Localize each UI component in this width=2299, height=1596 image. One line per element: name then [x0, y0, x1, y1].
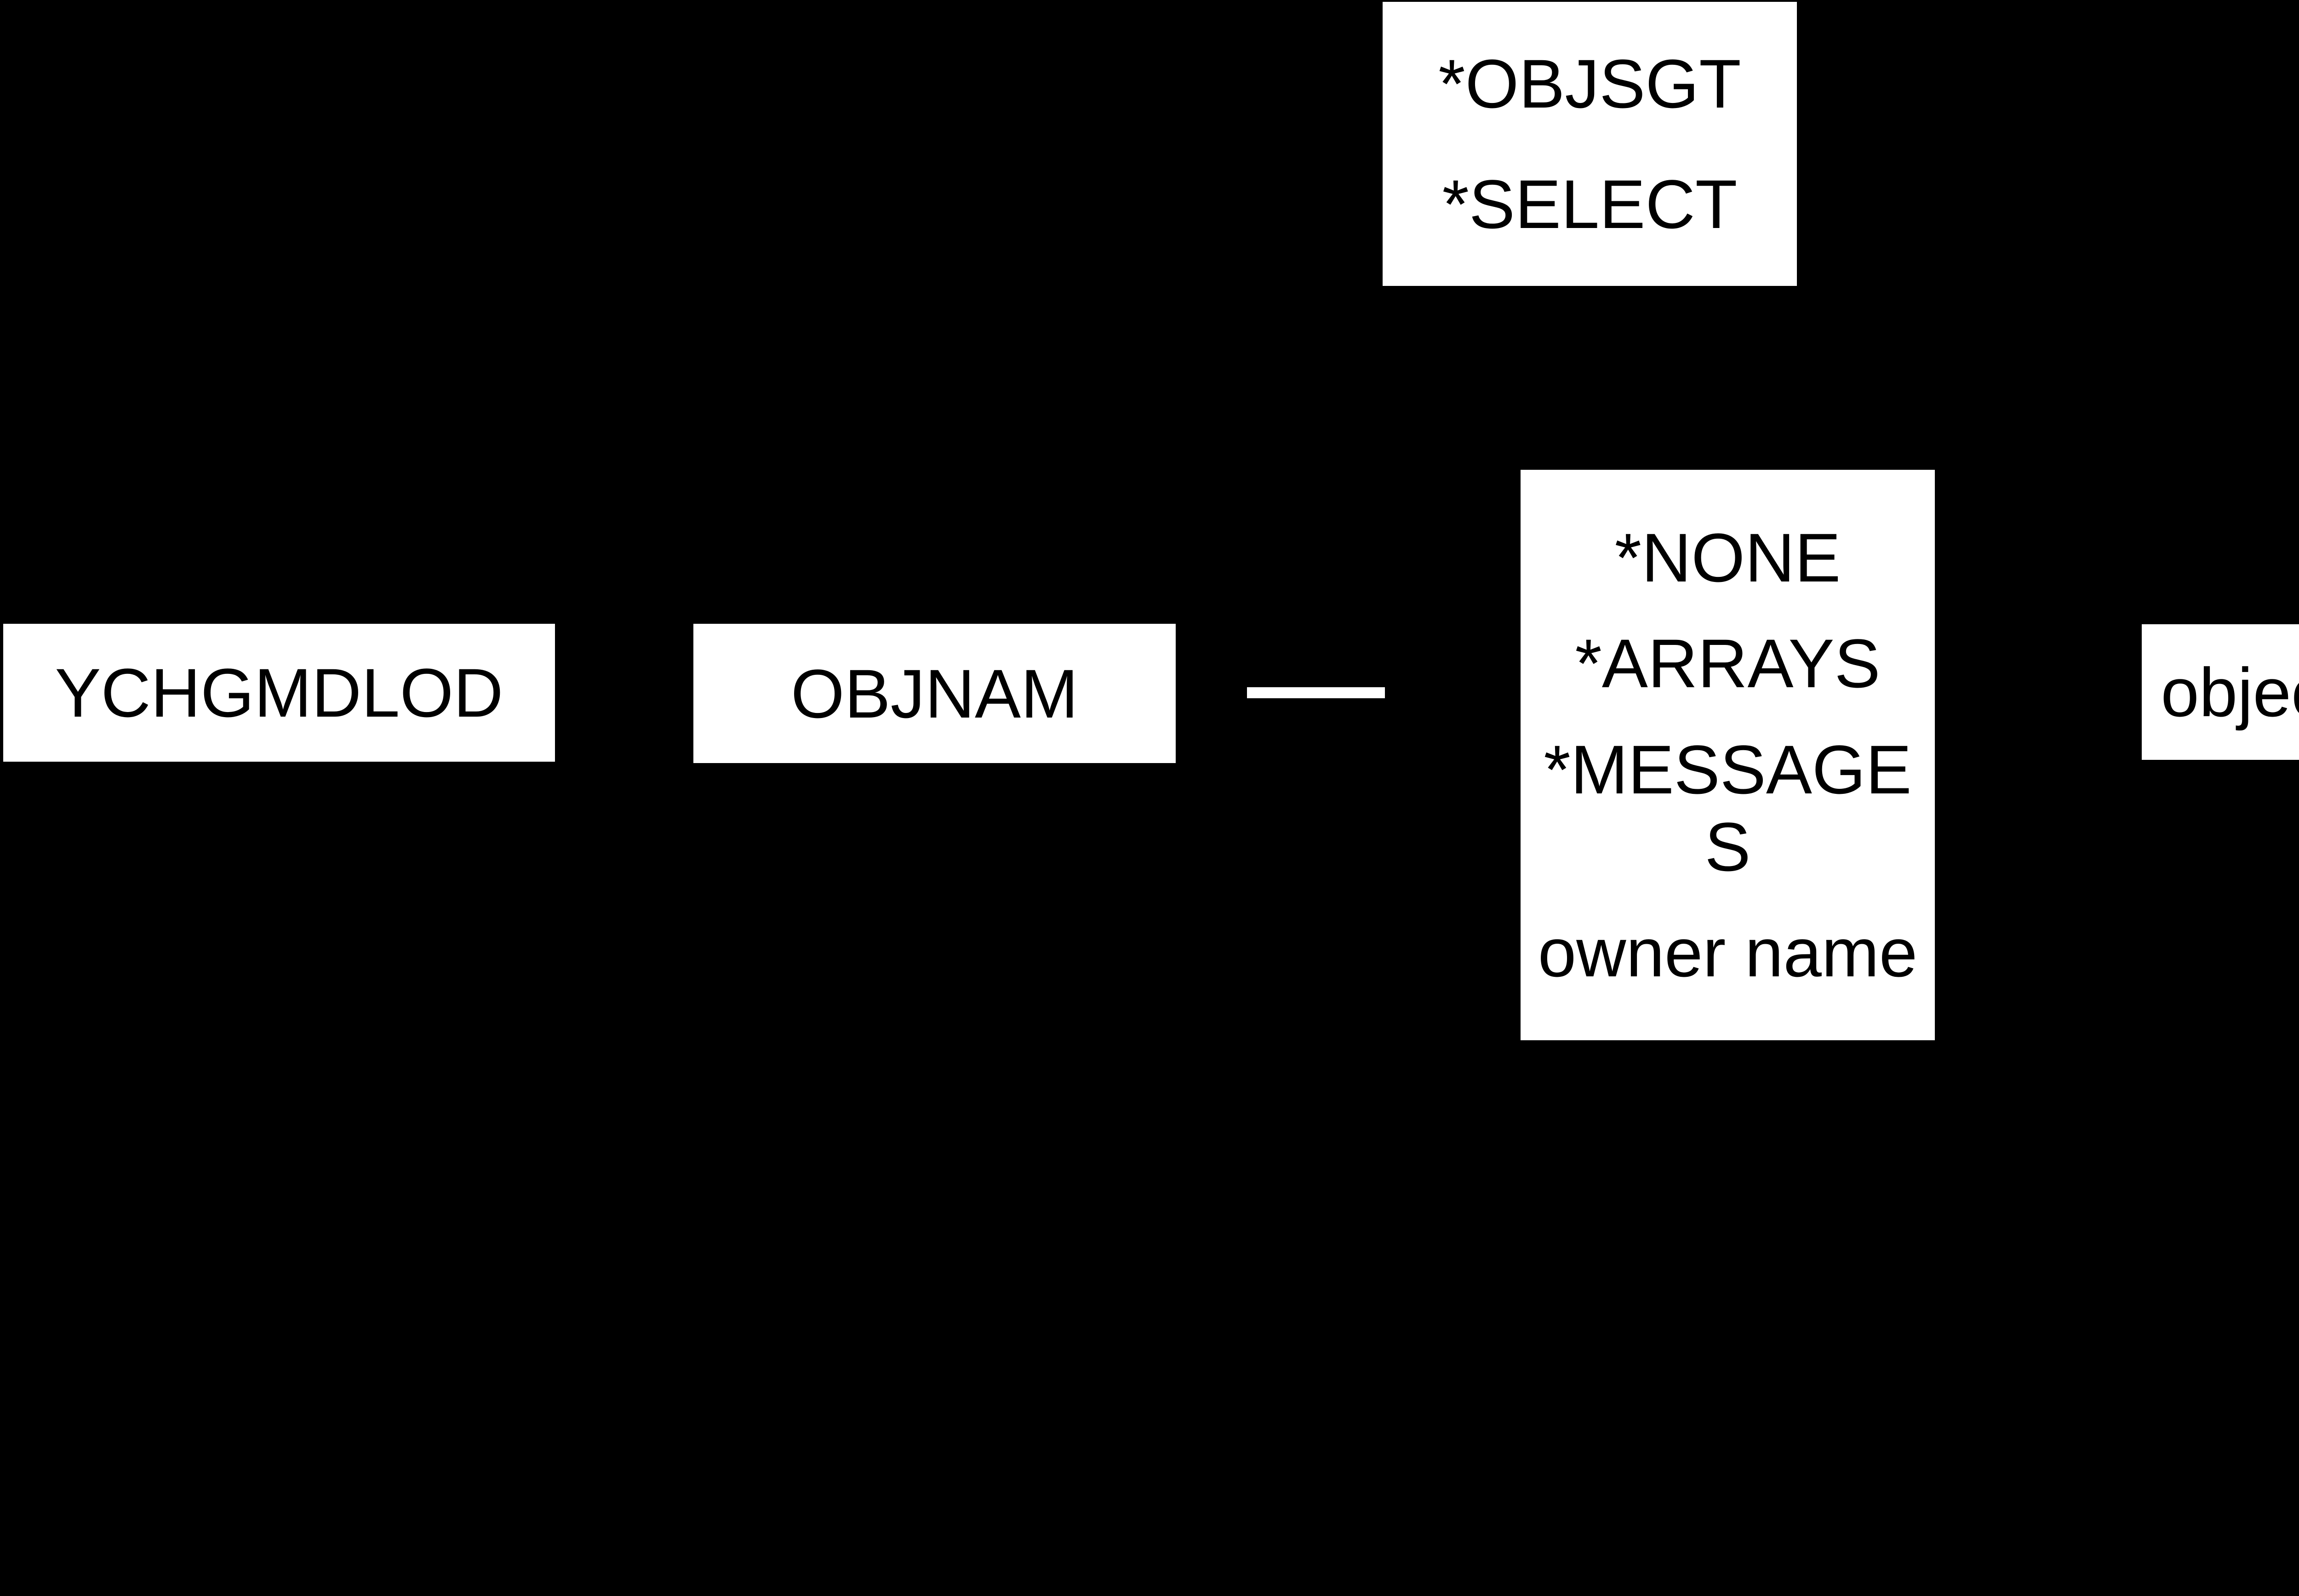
node-owner-value-1: *NONE: [1614, 519, 1841, 596]
node-objnam-label: OBJNAM: [790, 655, 1079, 732]
node-object-name-label: object name: [2161, 653, 2299, 731]
node-objsgt-keywords: *OBJSGT *SELECT: [1383, 2, 1797, 286]
node-owner-value-2: *ARRAYS: [1575, 625, 1881, 702]
node-objsgt-line-1: *OBJSGT: [1438, 45, 1741, 122]
node-object-name: object name: [2142, 624, 2299, 760]
connector-line-icon: [1247, 687, 1385, 698]
node-command-label: YCHGMDLOD: [55, 654, 503, 731]
node-owner-values: *NONE *ARRAYS *MESSAGES owner name: [1521, 470, 1935, 1040]
node-owner-value-3: *MESSAGES: [1544, 730, 1912, 885]
node-owner-value-4: owner name: [1538, 914, 1918, 992]
node-command-name: YCHGMDLOD: [3, 624, 555, 762]
node-objnam-keyword: OBJNAM: [693, 624, 1176, 763]
node-objsgt-line-2: *SELECT: [1442, 165, 1738, 243]
